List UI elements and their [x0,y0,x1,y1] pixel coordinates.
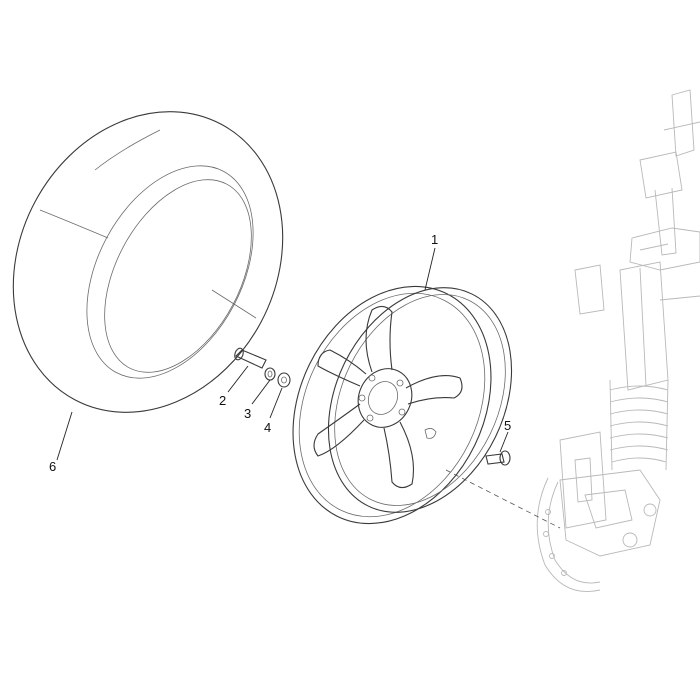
callout-5: 5 [504,418,511,433]
spacer-washer [277,372,291,388]
bolt [234,347,267,369]
leader-lines [56,247,509,461]
callout-6: 6 [49,459,56,474]
tyre [12,111,284,413]
callout-3: 3 [244,406,251,421]
front-fork-assembly [536,89,700,592]
callout-2: 2 [219,393,226,408]
wheel-rim [292,285,513,525]
washer [264,367,276,381]
callout-4: 4 [264,420,271,435]
callout-1: 1 [431,232,438,247]
axle-centerline [445,469,561,529]
tyre-valve [485,450,511,466]
